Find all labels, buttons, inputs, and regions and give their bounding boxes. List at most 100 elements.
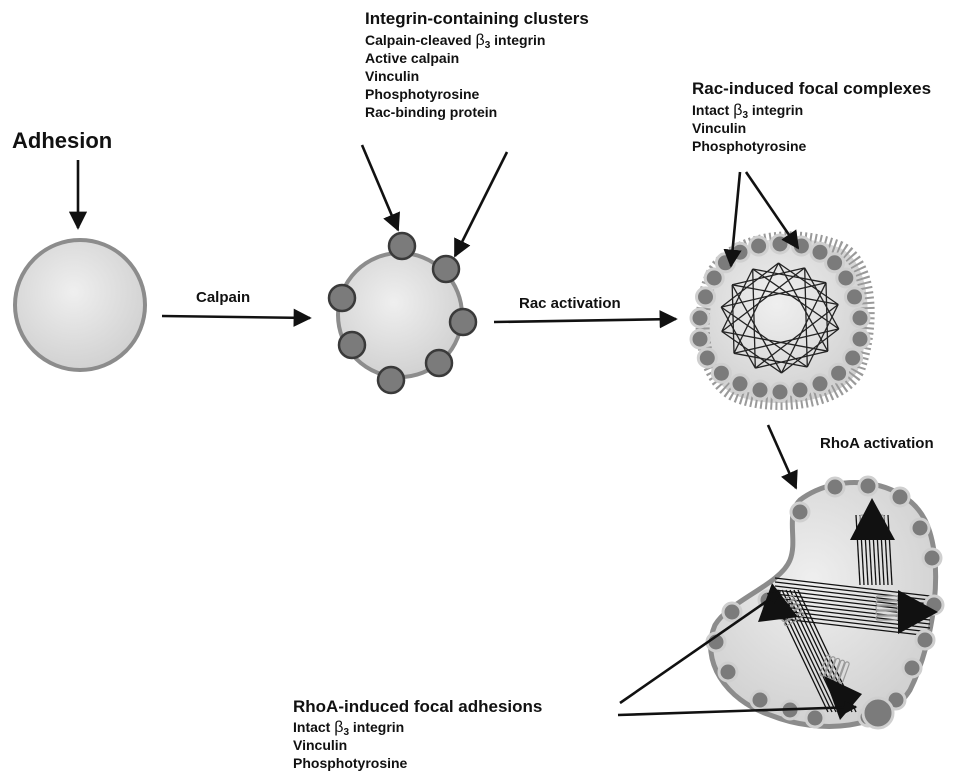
actin-filament <box>720 306 808 368</box>
focal-complex <box>748 235 770 257</box>
adhesion-plaque-segment <box>833 659 846 682</box>
actin-filament <box>752 268 840 330</box>
focal-complex <box>828 362 850 384</box>
cell-spread-focal-complexes <box>689 231 875 410</box>
actin-filament <box>733 262 780 354</box>
actin-filament <box>754 303 839 369</box>
rhoa-activation-label: RhoA activation <box>820 435 934 452</box>
focal-complex <box>710 362 732 384</box>
actin-filament <box>806 304 839 368</box>
arrow-calpain <box>161 308 312 327</box>
pointer-adhesion-2 <box>617 700 858 717</box>
focal-complex <box>921 547 943 569</box>
focal-complex <box>909 517 931 539</box>
integrin-cluster <box>337 330 367 360</box>
integrin-cluster <box>448 307 478 337</box>
arrow-rac-activation <box>493 310 678 329</box>
polarity-arrowhead <box>850 498 895 540</box>
integrin-cluster <box>424 348 454 378</box>
focal-complex <box>849 328 871 350</box>
component-item: Vinculin <box>293 737 348 753</box>
integrin-cluster <box>387 231 417 261</box>
focal-complex <box>809 241 831 263</box>
integrin-cluster <box>376 365 406 395</box>
actin-filament <box>721 330 828 352</box>
focal-complex <box>689 328 711 350</box>
actin-filament <box>732 284 839 306</box>
actin-filament <box>778 262 839 306</box>
component-item: Vinculin <box>365 68 420 84</box>
cell-focal-adhesions <box>705 475 945 730</box>
stress-fibre <box>855 514 861 586</box>
pointer-adhesion-1 <box>619 590 782 705</box>
actin-filament <box>721 282 827 308</box>
actin-filament <box>780 282 827 374</box>
beta-symbol: β <box>475 32 485 49</box>
actin-filament <box>732 267 805 286</box>
focal-complex <box>901 657 923 679</box>
polarity-arrowhead <box>824 676 862 720</box>
actin-filament <box>720 262 779 308</box>
actin-filament <box>777 262 829 352</box>
focal-complex <box>749 379 771 401</box>
focal-complex <box>721 601 743 623</box>
focal-complex <box>695 286 716 308</box>
rac-activation-label: Rac activation <box>519 295 621 312</box>
focal-complex <box>857 475 879 497</box>
integrin-cluster <box>431 254 461 284</box>
component-item: Active calpain <box>365 50 460 66</box>
focal-complex <box>835 267 857 289</box>
actin-filament <box>721 267 806 333</box>
pointer-complex-1 <box>723 171 742 268</box>
focal-complex <box>804 707 826 729</box>
focal-complex <box>689 307 711 329</box>
component-item: Intact β3 integrin <box>293 719 405 738</box>
focal-complex <box>789 379 811 401</box>
actin-filament <box>720 306 756 369</box>
actin-filament <box>804 267 840 330</box>
focal-complex <box>824 252 846 274</box>
integrin-clusters-title: Integrin-containing clusters <box>365 9 589 28</box>
actin-filament <box>731 284 735 354</box>
focal-complex <box>696 347 718 369</box>
rac-complexes-title: Rac-induced focal complexes <box>692 79 932 98</box>
focal-complex <box>809 373 831 395</box>
actin-filament <box>755 350 828 369</box>
actin-filament <box>752 268 756 369</box>
rhoa-adhesions-title: RhoA-induced focal adhesions <box>293 697 543 716</box>
component-item: Vinculin <box>692 120 747 136</box>
component-item: Phosphotyrosine <box>692 138 807 154</box>
actin-filament <box>721 268 754 332</box>
focal-complex <box>789 501 811 523</box>
focal-complex <box>769 381 791 403</box>
arrow-rhoa-activation <box>766 424 798 490</box>
rac-complexes-block: Rac-induced focal complexes Intact β3 in… <box>692 80 931 155</box>
actin-filament <box>804 267 808 368</box>
calpain-label: Calpain <box>196 289 251 306</box>
pointer-cluster-1 <box>360 144 400 232</box>
pointer-cluster-2 <box>453 151 509 258</box>
adhesion-label: Adhesion <box>12 128 113 153</box>
actin-filament <box>825 282 829 352</box>
actin-filament <box>721 330 782 374</box>
focal-complex <box>842 347 864 369</box>
beta-symbol: β <box>733 102 743 119</box>
integrin-cluster <box>327 283 357 313</box>
focal-complex <box>824 476 846 498</box>
beta-symbol: β <box>334 719 344 736</box>
focal-complex <box>717 661 739 683</box>
cell-round <box>13 238 147 372</box>
actin-filament <box>752 268 827 284</box>
focal-complex <box>729 373 751 395</box>
adhesion-plaque-segment <box>819 654 831 677</box>
polarity-arrowhead <box>898 590 938 634</box>
actin-filament <box>733 328 839 354</box>
actin-filament <box>781 328 840 374</box>
actin-filament <box>731 284 783 374</box>
pointer-complex-2 <box>744 171 800 250</box>
focal-complex <box>889 486 911 508</box>
stress-fibre <box>774 577 931 597</box>
component-item: Calpain-cleaved β3 integrin <box>365 32 546 51</box>
component-item: Phosphotyrosine <box>365 86 480 102</box>
